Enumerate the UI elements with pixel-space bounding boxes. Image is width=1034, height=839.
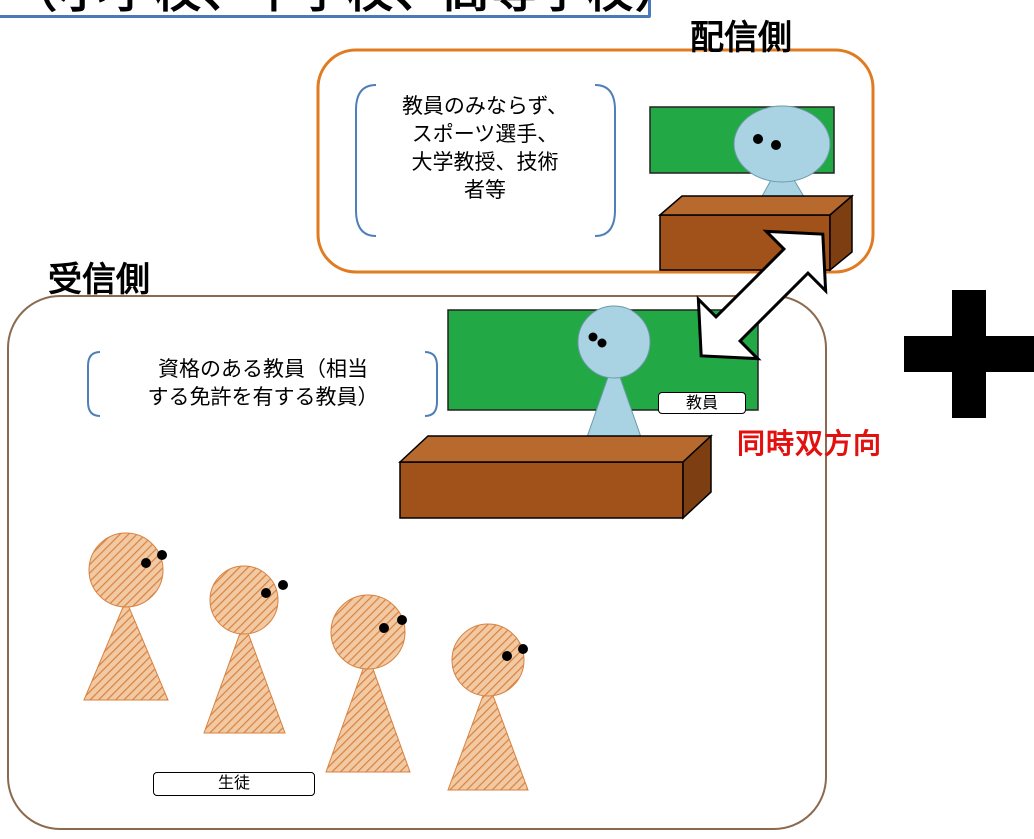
- sender-teacher-figure: [733, 105, 831, 201]
- student-figure-3: [325, 594, 411, 773]
- teacher-tag: 教員: [658, 392, 746, 414]
- sender-note-line: 者等: [464, 178, 506, 202]
- student-figure-1: [83, 532, 169, 701]
- receiver-note: 資格のある教員（相当 する免許を有する教員）: [90, 355, 436, 411]
- sender-label: 配信側: [690, 18, 792, 58]
- receiver-teacher-figure: [577, 305, 651, 441]
- student-figure-4: [447, 623, 529, 791]
- two-way-arrow: [696, 229, 828, 361]
- sender-note-line: スポーツ選手、: [411, 122, 559, 146]
- page-title: （小学校、中学校、高等学校）: [11, 0, 683, 21]
- sender-note-line: 大学教授、技術: [411, 150, 559, 174]
- receiver-note-brackets: [87, 351, 438, 417]
- student-tag: 生徒: [153, 772, 315, 796]
- plus-icon: [904, 290, 1034, 418]
- receiver-note-line: 資格のある教員（相当: [158, 357, 368, 381]
- sender-note-line: 教員のみならず、: [401, 94, 569, 118]
- sender-note-brackets: [355, 84, 616, 237]
- sender-note: 教員のみならず、 スポーツ選手、 大学教授、技術 者等: [362, 92, 608, 204]
- receiver-label: 受信側: [48, 260, 150, 300]
- receiver-desk: [398, 434, 713, 520]
- two-way-label: 同時双方向: [737, 427, 883, 460]
- receiver-note-line: する免許を有する教員）: [147, 385, 379, 409]
- student-figure-2: [203, 565, 288, 734]
- title-box: （小学校、中学校、高等学校）: [0, 0, 681, 18]
